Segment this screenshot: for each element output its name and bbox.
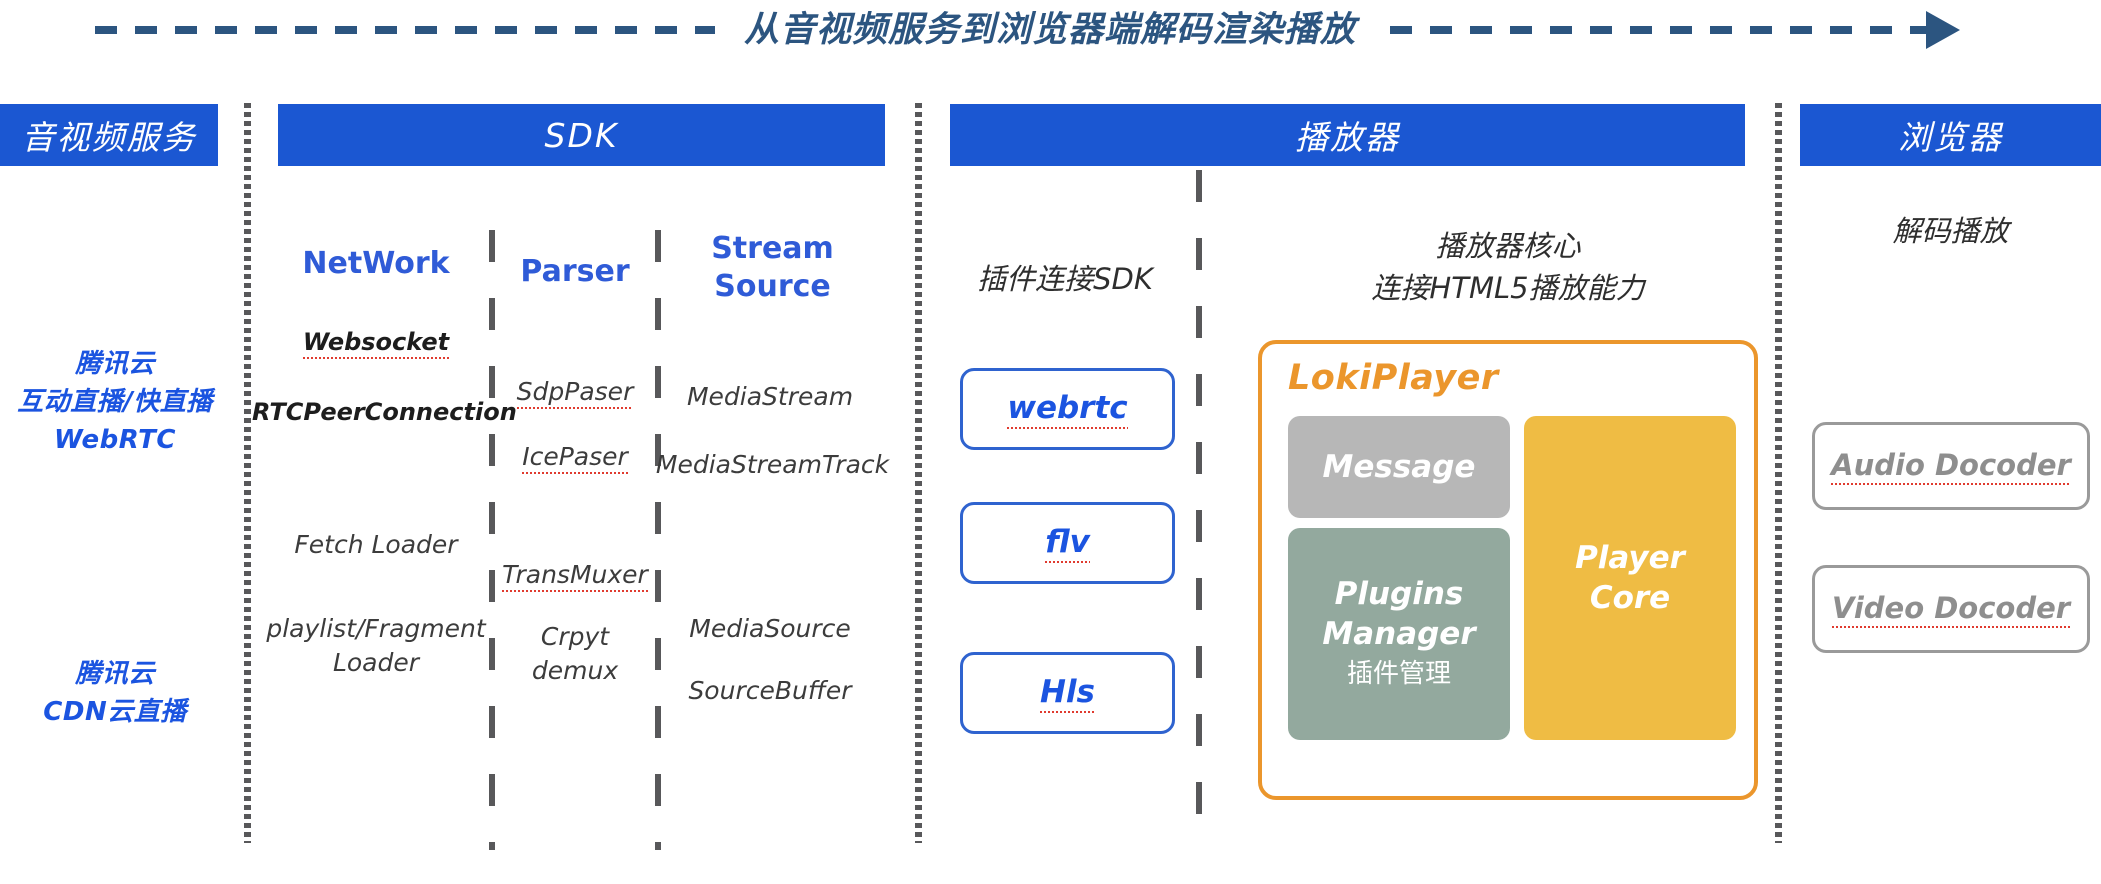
sdk-stream-item-mediastreamtrack: MediaStreamTrack [655, 450, 890, 479]
sdk-stream-item-mediasource: MediaSource [689, 614, 851, 643]
right-arrow-icon [1926, 11, 1960, 49]
sdk-group-title-parser: Parser [520, 254, 630, 289]
browser-caption: 解码播放 [1892, 214, 2009, 248]
column-header-sdk: SDK [278, 104, 885, 166]
decoder-box-video: Video Docoder [1812, 565, 2090, 653]
column-header-service: 音视频服务 [0, 104, 218, 166]
sdk-parser-item-transmuxer: TransMuxer [494, 558, 656, 592]
column-header-player: 播放器 [950, 104, 1745, 166]
lokiplayer-module-plugins-manager: Plugins Manager 插件管理 [1288, 528, 1510, 740]
sdk-parser-item-sdppaser-label: SdpPaser [516, 377, 634, 409]
plugin-label-webrtc: webrtc [1007, 389, 1128, 429]
plugins-caption: 插件连接SDK [977, 262, 1153, 296]
sdk-network-item-rtcpeerconnection: RTCPeerConnection [252, 398, 517, 426]
sdk-parser-item-icepaser-label: IcePaser [522, 442, 628, 474]
sdk-network-item-fetch-loader: Fetch Loader [294, 530, 458, 559]
lokiplayer-title: LokiPlayer [1288, 358, 1499, 398]
sdk-parser-item-crpyt-demux: Crpyt demux [531, 622, 619, 685]
sdk-stream-item-sourcebuffer: SourceBuffer [688, 676, 852, 705]
sdk-group-title-network: NetWork [302, 246, 450, 281]
sdk-group-title-stream-source: Stream Source [711, 231, 834, 304]
plugin-label-hls: Hls [1039, 673, 1096, 713]
lokiplayer-card: LokiPlayer Message Plugins Manager 插件管理 … [1258, 340, 1758, 800]
lokiplayer-module-plugins-manager-cn: 插件管理 [1346, 659, 1451, 689]
plugin-box-hls[interactable]: Hls [960, 652, 1175, 734]
plugin-box-webrtc[interactable]: webrtc [960, 368, 1175, 450]
decoder-box-audio: Audio Docoder [1812, 422, 2090, 510]
plugin-label-flv: flv [1045, 523, 1090, 563]
column-header-browser: 浏览器 [1800, 104, 2101, 166]
player-core-caption: 播放器核心 连接HTML5播放能力 [1371, 229, 1645, 305]
sdk-network-item-playlist-fragment-loader: playlist/Fragment Loader [266, 614, 486, 677]
lokiplayer-module-plugins-manager-label: Plugins Manager [1322, 576, 1476, 652]
plugin-box-flv[interactable]: flv [960, 502, 1175, 584]
sdk-parser-item-transmuxer-label: TransMuxer [502, 560, 648, 592]
lokiplayer-module-player-core-label: Player Core [1575, 540, 1685, 616]
flow-title-row: 从音视频服务到浏览器端解码渲染播放 [0, 0, 2101, 62]
decoder-label-video: Video Docoder [1831, 590, 2071, 628]
sdk-stream-item-mediastream: MediaStream [686, 382, 854, 411]
sdk-parser-item-sdppaser: SdpPaser [500, 375, 650, 409]
page-title: 从音视频服务到浏览器端解码渲染播放 [743, 10, 1356, 50]
lokiplayer-module-message-label: Message [1322, 449, 1476, 485]
lokiplayer-module-player-core: Player Core [1524, 416, 1736, 740]
sdk-network-item-websocket-label: Websocket [302, 328, 450, 359]
column-separator-sdk-player [915, 103, 922, 843]
sdk-divider-parser-stream [655, 230, 661, 850]
sdk-divider-network-parser [489, 230, 495, 850]
service-item-tencent-cdn: 腾讯云 CDN云直播 [43, 659, 187, 727]
decoder-label-audio: Audio Docoder [1831, 447, 2071, 485]
title-dashed-line-left [95, 26, 715, 34]
service-item-tencent-rtc: 腾讯云 互动直播/快直播 WebRTC [17, 349, 213, 455]
lokiplayer-module-message: Message [1288, 416, 1510, 518]
sdk-network-item-websocket: Websocket [262, 325, 490, 359]
column-separator-player-browser [1775, 103, 1782, 843]
sdk-parser-item-icepaser: IcePaser [500, 440, 650, 474]
player-divider-plugins-core [1196, 170, 1202, 845]
title-dashed-line-right [1390, 26, 1926, 34]
column-separator-service-sdk [244, 103, 251, 843]
